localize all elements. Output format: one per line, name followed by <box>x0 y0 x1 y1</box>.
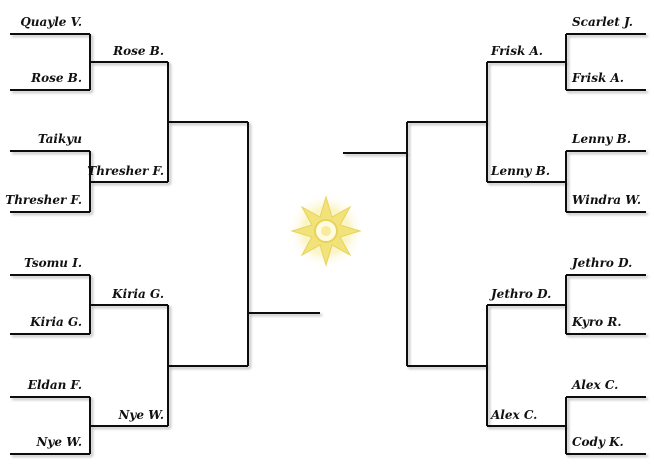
right-round2-player: Lenny B. <box>490 164 550 178</box>
left-round1-player: Kiria G. <box>29 315 82 329</box>
left-round1-player: Nye W. <box>35 435 82 449</box>
left-round1-player: Taikyu <box>38 132 82 146</box>
right-round2-player: Alex C. <box>490 408 537 422</box>
left-round2-player: Thresher F. <box>87 164 164 178</box>
left-round2-player: Rose B. <box>112 44 164 58</box>
right-round2-player: Jethro D. <box>489 287 551 301</box>
left-round1-player: Thresher F. <box>5 193 82 207</box>
left-round2-player: Nye W. <box>117 408 164 422</box>
right-round1-player: Lenny B. <box>571 132 631 146</box>
left-round1-player: Quayle V. <box>20 15 82 29</box>
right-round1-player: Windra W. <box>572 193 641 207</box>
left-round2-player: Kiria G. <box>111 287 164 301</box>
sun-star-icon <box>288 193 364 269</box>
right-round1-player: Cody K. <box>572 435 624 449</box>
right-round1-player: Frisk A. <box>571 71 624 85</box>
right-round2-player: Frisk A. <box>490 44 543 58</box>
right-round1-player: Kyro R. <box>571 315 622 329</box>
right-round1-player: Alex C. <box>571 378 618 392</box>
right-round1-player: Scarlet J. <box>572 15 633 29</box>
left-round1-player: Eldan F. <box>27 378 82 392</box>
left-round1-player: Tsomu I. <box>24 256 82 270</box>
left-round1-player: Rose B. <box>30 71 82 85</box>
right-round1-player: Jethro D. <box>570 256 632 270</box>
